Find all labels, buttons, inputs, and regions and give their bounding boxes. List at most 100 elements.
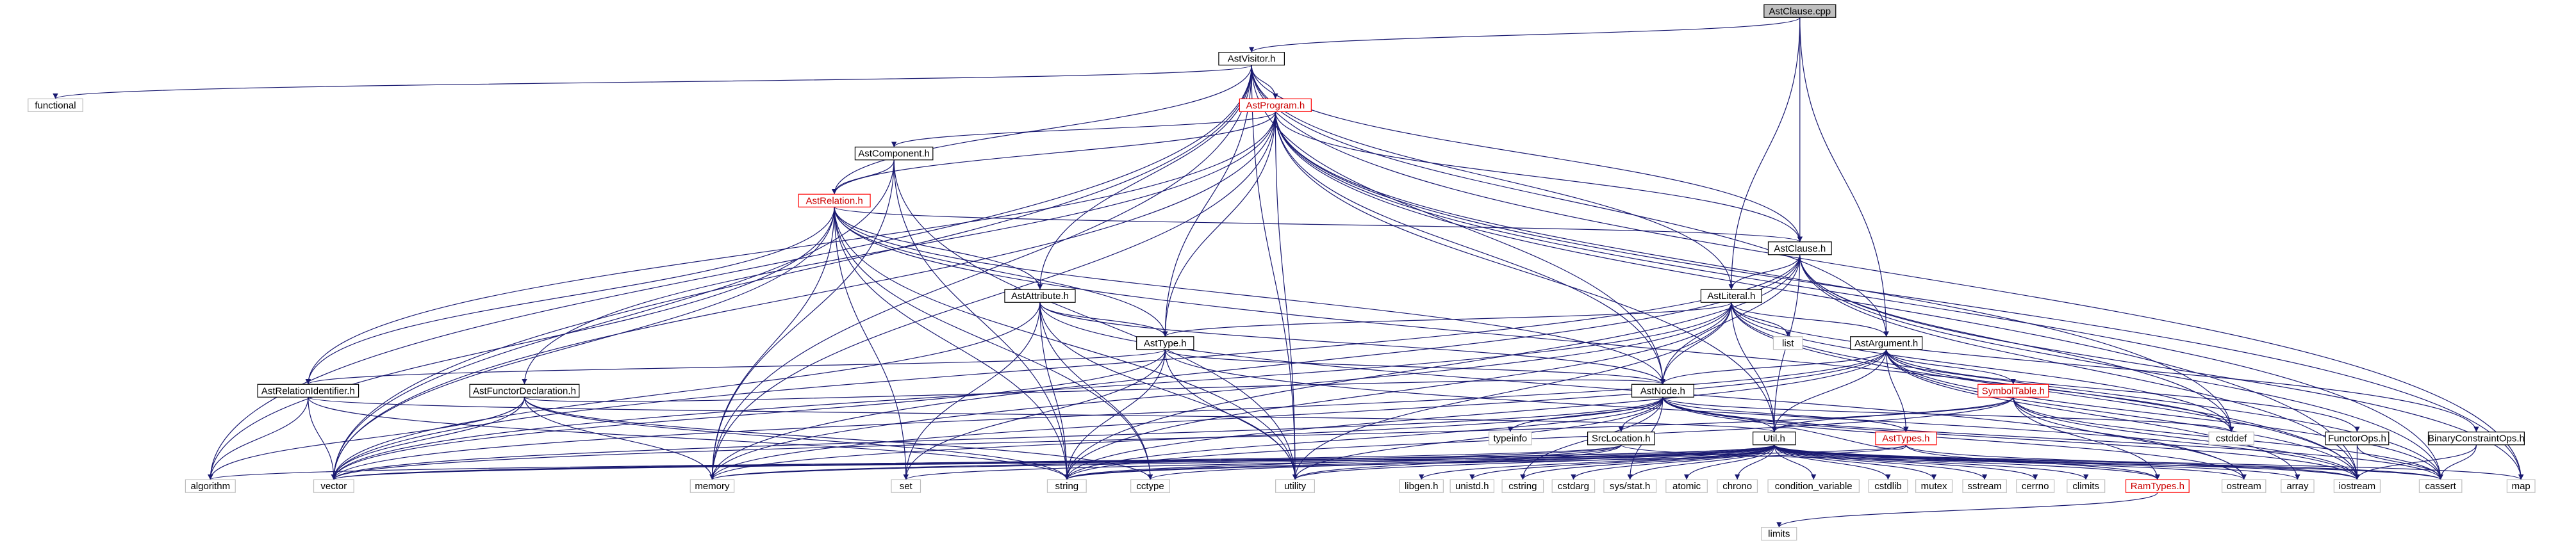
edge-Util_h-to-condition_variable bbox=[1774, 444, 1817, 480]
node-box bbox=[1488, 432, 1532, 446]
edge-AstRelationIdentifier_h-to-vector bbox=[308, 397, 337, 480]
node-label: AstProgram.h bbox=[1246, 100, 1305, 111]
edge-AstClause_h-to-iostream bbox=[1799, 254, 2360, 480]
node-binaryconstraintops-h[interactable]: BinaryConstraintOps.h bbox=[2427, 432, 2525, 446]
edge-AstNode_h-to-string bbox=[1064, 397, 1664, 480]
node-string: string bbox=[1046, 479, 1087, 493]
node-label: AstType.h bbox=[1144, 338, 1187, 349]
edge-Util_h-to-RamTypes_h bbox=[1774, 444, 2160, 480]
edge-Util_h-to-set bbox=[903, 444, 1775, 480]
edge-AstArgument_h-to-cstddef bbox=[1886, 349, 2234, 432]
node-box bbox=[1700, 289, 1762, 303]
edge-AstNode_h-to-iostream bbox=[1662, 397, 2360, 480]
node-astcomponent-h[interactable]: AstComponent.h bbox=[854, 147, 934, 161]
node-sstream: sstream bbox=[1962, 479, 2007, 493]
edge-AstType_h-to-utility bbox=[1164, 349, 1298, 480]
node-condition-variable: condition_variable bbox=[1767, 479, 1860, 493]
edge-AstProgram_h-to-AstRelationIdentifier_h bbox=[305, 111, 1276, 385]
node-label: utility bbox=[1284, 481, 1307, 492]
edge-Util_h-to-memory bbox=[709, 444, 1775, 480]
node-box bbox=[1753, 432, 1796, 446]
node-label: mutex bbox=[1921, 481, 1947, 492]
node-label: BinaryConstraintOps.h bbox=[2428, 433, 2525, 444]
node-utility: utility bbox=[1275, 479, 1315, 493]
node-box bbox=[2281, 479, 2315, 493]
node-unistd-h: unistd.h bbox=[1449, 479, 1495, 493]
edge-AstArgument_h-to-cassert bbox=[1886, 349, 2443, 480]
node-astattribute-h[interactable]: AstAttribute.h bbox=[1004, 289, 1076, 303]
node-set: set bbox=[891, 479, 921, 493]
node-label: chrono bbox=[1722, 481, 1752, 492]
edge-AstProgram_h-to-map bbox=[1275, 111, 2524, 480]
node-box bbox=[1631, 384, 1694, 398]
node-astargument-h[interactable]: AstArgument.h bbox=[1850, 336, 1923, 350]
node-box bbox=[185, 479, 236, 493]
node-asttypes-h[interactable]: AstTypes.h bbox=[1875, 432, 1937, 446]
node-typeinfo: typeinfo bbox=[1488, 432, 1532, 446]
node-astrelationidentifier-h[interactable]: AstRelationIdentifier.h bbox=[257, 384, 359, 398]
node-astclause-cpp[interactable]: AstClause.cpp bbox=[1763, 4, 1837, 18]
node-label: AstNode.h bbox=[1640, 385, 1685, 396]
node-memory: memory bbox=[689, 479, 735, 493]
node-vector: vector bbox=[313, 479, 354, 493]
node-iostream: iostream bbox=[2333, 479, 2381, 493]
node-label: atomic bbox=[1672, 481, 1701, 492]
node-box bbox=[1761, 527, 1797, 541]
node-astnode-h[interactable]: AstNode.h bbox=[1631, 384, 1694, 398]
edge-Util_h-to-unistd_h bbox=[1469, 444, 1775, 480]
edge-AstLiteral_h-to-vector bbox=[331, 302, 1732, 480]
node-functorops-h[interactable]: FunctorOps.h bbox=[2325, 432, 2390, 446]
node-box bbox=[1587, 432, 1655, 446]
edge-Util_h-to-atomic bbox=[1683, 444, 1775, 480]
node-astfunctordeclaration-h[interactable]: AstFunctorDeclaration.h bbox=[469, 384, 580, 398]
node-util-h[interactable]: Util.h bbox=[1753, 432, 1796, 446]
edge-AstTypes_h-to-Util_h bbox=[1771, 426, 1906, 450]
node-map: map bbox=[2506, 479, 2536, 493]
edge-AstLiteral_h-to-string bbox=[1064, 302, 1732, 480]
node-box bbox=[1665, 479, 1708, 493]
node-astliteral-h[interactable]: AstLiteral.h bbox=[1700, 289, 1762, 303]
node-label: condition_variable bbox=[1775, 481, 1853, 492]
node-symboltable-h[interactable]: SymbolTable.h bbox=[1977, 384, 2049, 398]
node-box bbox=[2125, 479, 2190, 493]
node-astvisitor-h[interactable]: AstVisitor.h bbox=[1218, 52, 1285, 66]
node-box bbox=[1767, 241, 1832, 255]
node-label: sstream bbox=[1967, 481, 2001, 492]
edge-AstClause_h-to-AstNode_h bbox=[1660, 254, 1801, 385]
edge-AstArgument_h-to-Util_h bbox=[1771, 349, 1887, 432]
edge-AstProgram_h-to-cassert bbox=[1275, 111, 2443, 480]
edge-AstProgram_h-to-utility bbox=[1275, 111, 1298, 480]
edge-AstProgram_h-to-AstFunctorDeclaration_h bbox=[522, 111, 1276, 385]
node-box bbox=[2333, 479, 2381, 493]
edge-AstFunctorDeclaration_h-to-vector bbox=[331, 397, 525, 480]
node-box bbox=[1130, 479, 1170, 493]
node-astprogram-h[interactable]: AstProgram.h bbox=[1239, 98, 1312, 112]
edge-AstVisitor_h-to-AstAttribute_h bbox=[1037, 65, 1252, 290]
node-label: climits bbox=[2072, 481, 2099, 492]
edge-Util_h-to-mutex bbox=[1774, 444, 1937, 480]
edge-Util_h-to-cerrno bbox=[1774, 444, 2038, 480]
node-label: functional bbox=[35, 100, 76, 111]
node-astclause-h[interactable]: AstClause.h bbox=[1767, 241, 1832, 255]
node-label: AstFunctorDeclaration.h bbox=[473, 385, 576, 396]
node-label: libgen.h bbox=[1405, 481, 1439, 492]
node-list: list bbox=[1772, 336, 1803, 350]
node-label: map bbox=[2512, 481, 2531, 492]
edge-AstProgram_h-to-memory bbox=[709, 111, 1276, 480]
edge-AstClause_cpp-to-AstVisitor_h bbox=[1249, 17, 1801, 53]
edge-AstRelation_h-to-set bbox=[834, 207, 909, 480]
edge-SymbolTable_h-to-RamTypes_h bbox=[2013, 397, 2161, 480]
node-srclocation-h[interactable]: SrcLocation.h bbox=[1587, 432, 1655, 446]
edge-AstVisitor_h-to-functional bbox=[53, 65, 1252, 99]
edge-AstComponent_h-to-string bbox=[893, 159, 1070, 480]
node-asttype-h[interactable]: AstType.h bbox=[1136, 336, 1194, 350]
node-cstring: cstring bbox=[1501, 479, 1544, 493]
node-astrelation-h[interactable]: AstRelation.h bbox=[798, 193, 871, 207]
edge-AstArgument_h-to-AstTypes_h bbox=[1886, 349, 1909, 432]
edge-AstVisitor_h-to-vector bbox=[331, 65, 1252, 480]
node-ramtypes-h[interactable]: RamTypes.h bbox=[2125, 479, 2190, 493]
edge-BinaryConstraintOps_h-to-cassert bbox=[2438, 444, 2477, 480]
node-box bbox=[2208, 432, 2254, 446]
edge-SymbolTable_h-to-string bbox=[1064, 397, 2014, 480]
